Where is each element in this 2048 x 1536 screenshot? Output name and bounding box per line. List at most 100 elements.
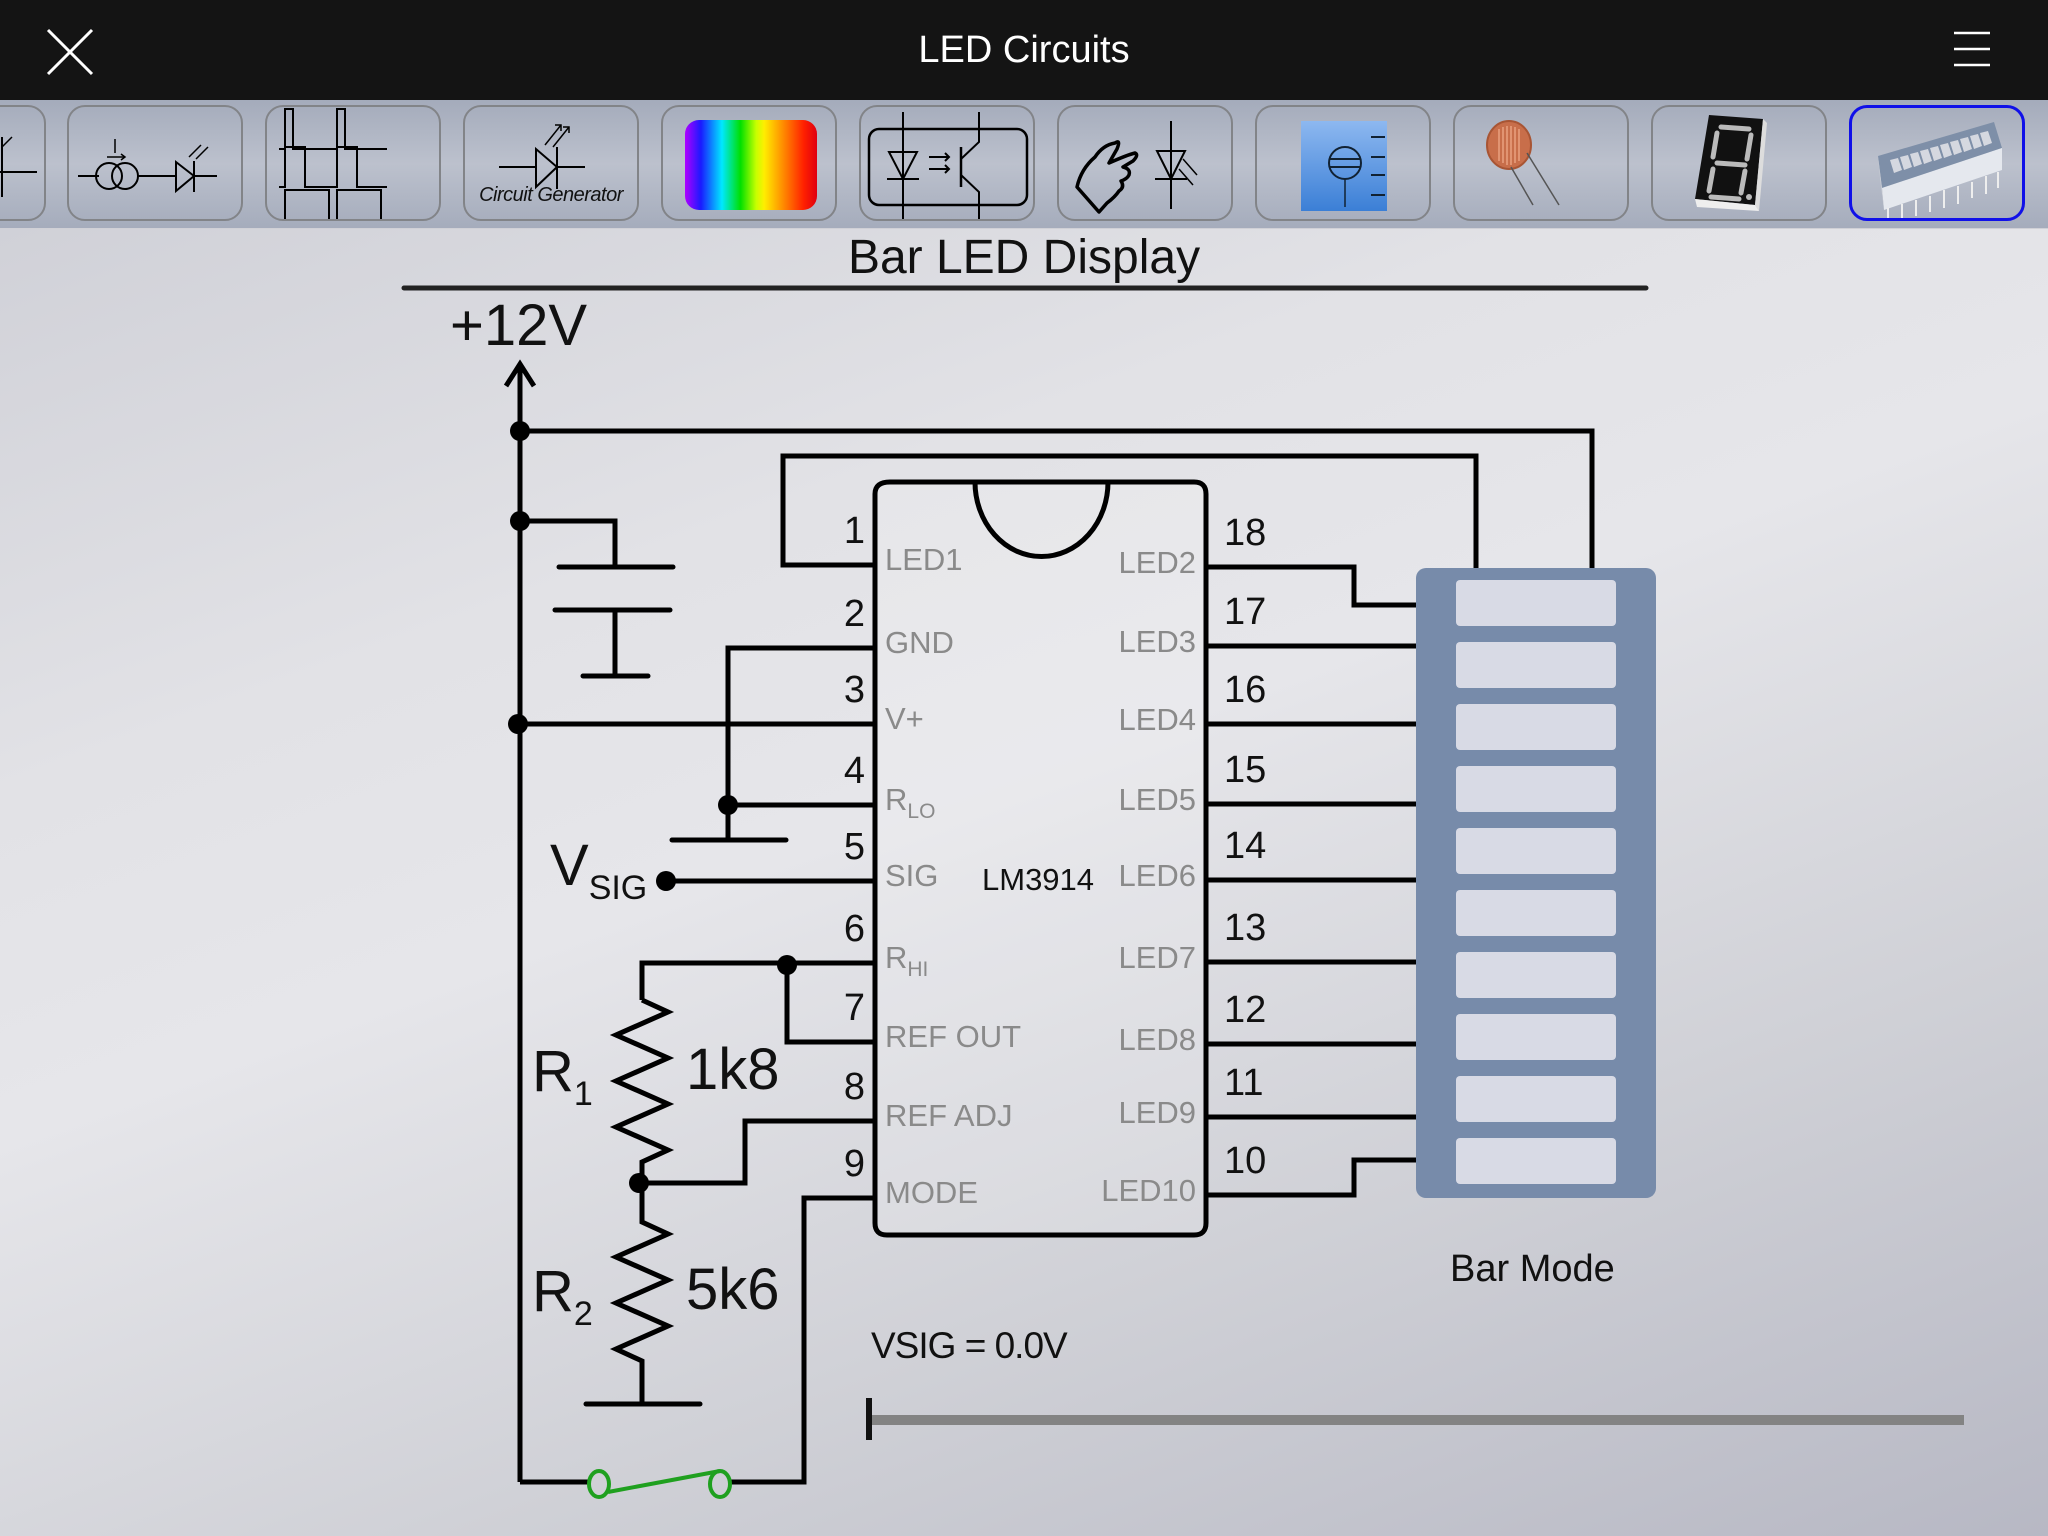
diagram-title: Bar LED Display (847, 231, 1201, 284)
junction-dot (629, 1173, 649, 1193)
mode-switch (587, 1469, 732, 1499)
wire-pin9-mode (729, 1195, 875, 1485)
pin-name: GND (885, 625, 954, 661)
tool-circuit-generator[interactable]: Circuit Generator (463, 105, 639, 221)
bar-graph-chip-icon (1878, 122, 2002, 218)
circuit-toolbar: Circuit Generator (0, 100, 2048, 229)
app-title: LED Circuits (918, 29, 1130, 71)
wire-pin1-to-display (780, 453, 1479, 568)
pin-name-text: REF ADJ (885, 1098, 1013, 1133)
ldr-icon (1486, 120, 1560, 206)
r1-value: 1k8 (686, 1037, 780, 1102)
tool-pulse-waveforms[interactable] (265, 105, 441, 221)
pin-name: REF ADJ (885, 1098, 1012, 1134)
pin-name-text: GND (885, 625, 954, 660)
pin-number: 1 (843, 510, 865, 552)
supply-arrow (503, 359, 537, 388)
top-bar: LED Circuits (0, 0, 2048, 100)
hand-led-icon (1075, 121, 1198, 214)
slider-track[interactable] (870, 1415, 1964, 1425)
tool-current-source-led[interactable] (67, 105, 243, 221)
pin-name: LED9 (1118, 1095, 1196, 1130)
junction-dot (718, 795, 738, 815)
pin-name: V+ (885, 701, 924, 737)
r2-label: R2 (532, 1259, 593, 1333)
current-source-led-icon (78, 139, 217, 194)
bar-segment (1456, 1014, 1616, 1060)
pin-name: RHI (885, 940, 928, 982)
junction-dot (777, 955, 797, 975)
pin-number: 3 (843, 669, 865, 711)
optocoupler-icon (867, 112, 1029, 219)
r2-value: 5k6 (686, 1257, 780, 1322)
wire-pin18 (1206, 564, 1416, 608)
menu-button[interactable] (1950, 30, 1994, 70)
wire-pin6-rhi (639, 960, 875, 1000)
tool-touch-led[interactable] (1057, 105, 1233, 221)
mode-switch-toggle[interactable] (585, 1460, 735, 1505)
wire-pin2-gnd (725, 645, 875, 840)
pin-number: 9 (843, 1143, 865, 1185)
bar-segment (1456, 890, 1616, 936)
pin-name-text: REF OUT (885, 1019, 1022, 1054)
r1-label: R1 (532, 1039, 593, 1113)
pin-number: 10 (1224, 1140, 1267, 1182)
pin-name-text: SIG (885, 858, 939, 893)
bar-segment (1456, 828, 1616, 874)
pin-number: 14 (1224, 825, 1267, 867)
color-spectrum-icon (685, 120, 817, 210)
tool-bar-led-display[interactable] (1849, 105, 2025, 221)
tool-resistor-chart[interactable] (1255, 105, 1431, 221)
bar-segment (1456, 766, 1616, 812)
vsig-input-label: VSIG (550, 833, 648, 907)
tool-optocoupler[interactable] (859, 105, 1035, 221)
vsig-terminal (656, 871, 676, 891)
vsig-slider[interactable] (866, 1398, 1964, 1442)
wire-supply-to-display (520, 428, 1595, 568)
pin-number: 8 (843, 1066, 865, 1108)
resistor-r1 (609, 997, 675, 1183)
pin-number: 18 (1224, 512, 1267, 554)
wire-capacitor (520, 518, 618, 566)
chip-label: LM3914 (982, 862, 1095, 897)
circuit-generator-caption: Circuit Generator (479, 184, 623, 206)
bar-segment (1456, 1138, 1616, 1184)
junction-dot (510, 511, 530, 531)
pin-number: 15 (1224, 749, 1267, 791)
led-symbol-icon (0, 136, 37, 197)
bar-led-display (1416, 568, 1656, 1198)
close-icon (46, 28, 94, 76)
slider-thumb[interactable] (866, 1398, 872, 1440)
pin-number: 13 (1224, 907, 1267, 949)
pin-name: LED2 (1118, 545, 1196, 580)
pin-number: 4 (843, 750, 865, 792)
pin-name-subscript: HI (907, 958, 929, 981)
wire-pin7-refout (784, 963, 875, 1045)
bar-segment (1456, 580, 1616, 626)
tool-partial-led-circuit[interactable] (0, 105, 46, 221)
pin-name-text: R (885, 782, 908, 817)
pin-number: 5 (843, 826, 865, 868)
pin-name: LED1 (885, 542, 963, 578)
pin-name: LED5 (1118, 782, 1196, 817)
bar-segment (1456, 1076, 1616, 1122)
pin-number: 16 (1224, 669, 1267, 711)
pin-name: REF OUT (885, 1019, 1021, 1055)
tool-led-colors[interactable] (661, 105, 837, 221)
pin-name: LED8 (1118, 1022, 1196, 1057)
wire-pin10 (1206, 1157, 1416, 1198)
tool-light-dependent-resistor[interactable] (1453, 105, 1629, 221)
pin-name: LED6 (1118, 858, 1196, 893)
pin-number: 7 (843, 987, 865, 1029)
pin-name: LED10 (1101, 1173, 1196, 1208)
bar-segment (1456, 952, 1616, 998)
pin-number: 17 (1224, 591, 1267, 633)
pin-name-text: R (885, 940, 908, 975)
bar-segment (1456, 642, 1616, 688)
pin-number: 12 (1224, 989, 1267, 1031)
wire-pin8-refadj (642, 1118, 875, 1186)
close-button[interactable] (44, 26, 96, 78)
pin-name: RLO (885, 782, 935, 824)
pin-name-subscript: LO (907, 800, 936, 823)
tool-seven-segment-display[interactable] (1651, 105, 1827, 221)
